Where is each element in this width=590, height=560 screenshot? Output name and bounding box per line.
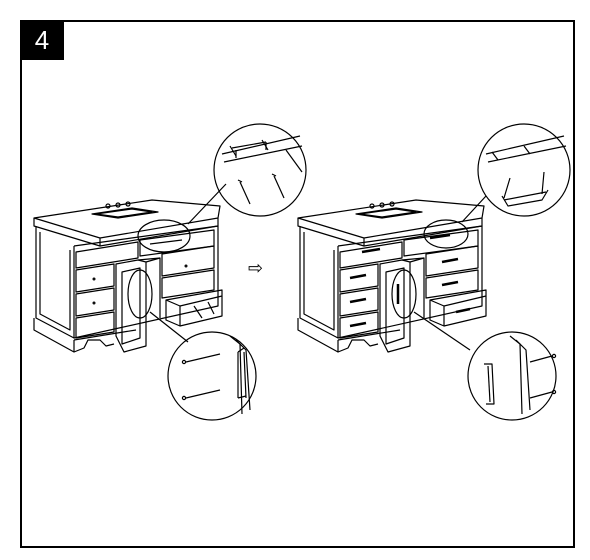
zoom-detail-bottom-right <box>467 331 557 421</box>
zoom-detail-top-right <box>477 123 571 217</box>
zoom-detail-top-left <box>213 123 307 217</box>
transition-arrow-icon: ⇨ <box>248 258 264 279</box>
zoom-detail-bottom-left <box>167 331 257 421</box>
vanity-before-icon <box>33 199 223 353</box>
vanity-after-icon <box>297 199 487 353</box>
step-number-badge: 4 <box>20 20 64 60</box>
